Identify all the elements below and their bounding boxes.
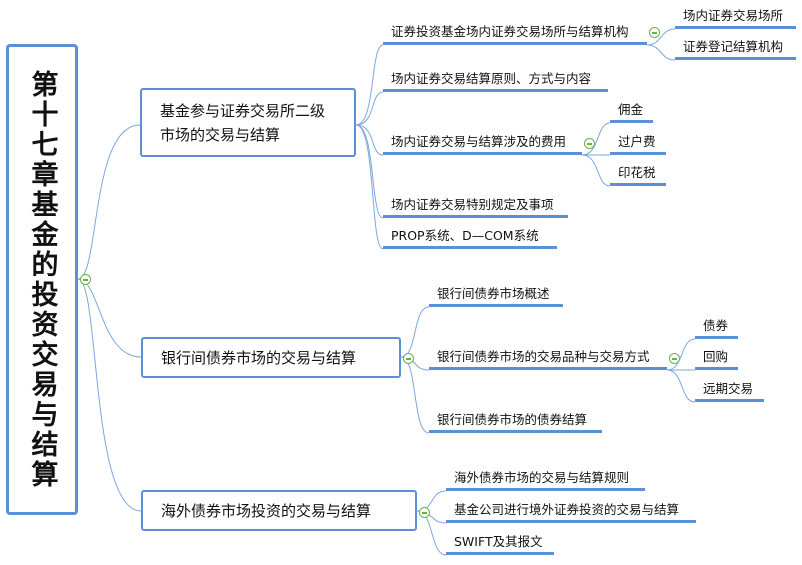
topic-node[interactable]: PROP系统、D—COM系统 bbox=[383, 228, 557, 249]
topic-node[interactable]: 过户费 bbox=[610, 134, 666, 155]
topic-node[interactable]: 印花税 bbox=[610, 165, 666, 186]
root-topic[interactable]: 第十七章基金的投资交易与结算 bbox=[6, 44, 78, 515]
collapse-toggle[interactable] bbox=[584, 138, 595, 149]
topic-node[interactable]: 场内证券交易场所 bbox=[675, 8, 796, 29]
topic-node[interactable]: 银行间债券市场概述 bbox=[429, 286, 563, 307]
branch-exchange-trading[interactable]: 基金参与证券交易所二级市场的交易与结算 bbox=[140, 88, 356, 157]
topic-node[interactable]: 场内证券交易特别规定及事项 bbox=[383, 197, 568, 218]
topic-node[interactable]: 债券 bbox=[695, 318, 738, 339]
topic-node[interactable]: 银行间债券市场的交易品种与交易方式 bbox=[429, 349, 667, 370]
branch-overseas-bond[interactable]: 海外债券市场投资的交易与结算 bbox=[141, 490, 417, 531]
topic-node[interactable]: 回购 bbox=[695, 349, 738, 370]
collapse-toggle[interactable] bbox=[669, 353, 680, 364]
topic-node[interactable]: 场内证券交易与结算涉及的费用 bbox=[383, 134, 582, 155]
collapse-toggle-root[interactable] bbox=[80, 274, 91, 285]
topic-node[interactable]: 佣金 bbox=[610, 102, 653, 123]
topic-node[interactable]: 场内证券交易结算原则、方式与内容 bbox=[383, 71, 608, 92]
topic-node[interactable]: 远期交易 bbox=[695, 381, 764, 402]
topic-node[interactable]: 海外债券市场的交易与结算规则 bbox=[446, 470, 645, 491]
collapse-toggle-overseas[interactable] bbox=[419, 507, 430, 518]
topic-node[interactable]: 基金公司进行境外证券投资的交易与结算 bbox=[446, 502, 696, 523]
collapse-toggle[interactable] bbox=[649, 27, 660, 38]
topic-node[interactable]: 证券登记结算机构 bbox=[675, 39, 796, 60]
topic-node[interactable]: 银行间债券市场的债券结算 bbox=[429, 412, 602, 433]
collapse-toggle-interbank[interactable] bbox=[403, 353, 414, 364]
topic-node[interactable]: 证券投资基金场内证券交易场所与结算机构 bbox=[383, 24, 647, 45]
topic-node[interactable]: SWIFT及其报文 bbox=[446, 534, 554, 555]
branch-interbank-bond[interactable]: 银行间债券市场的交易与结算 bbox=[141, 337, 401, 378]
